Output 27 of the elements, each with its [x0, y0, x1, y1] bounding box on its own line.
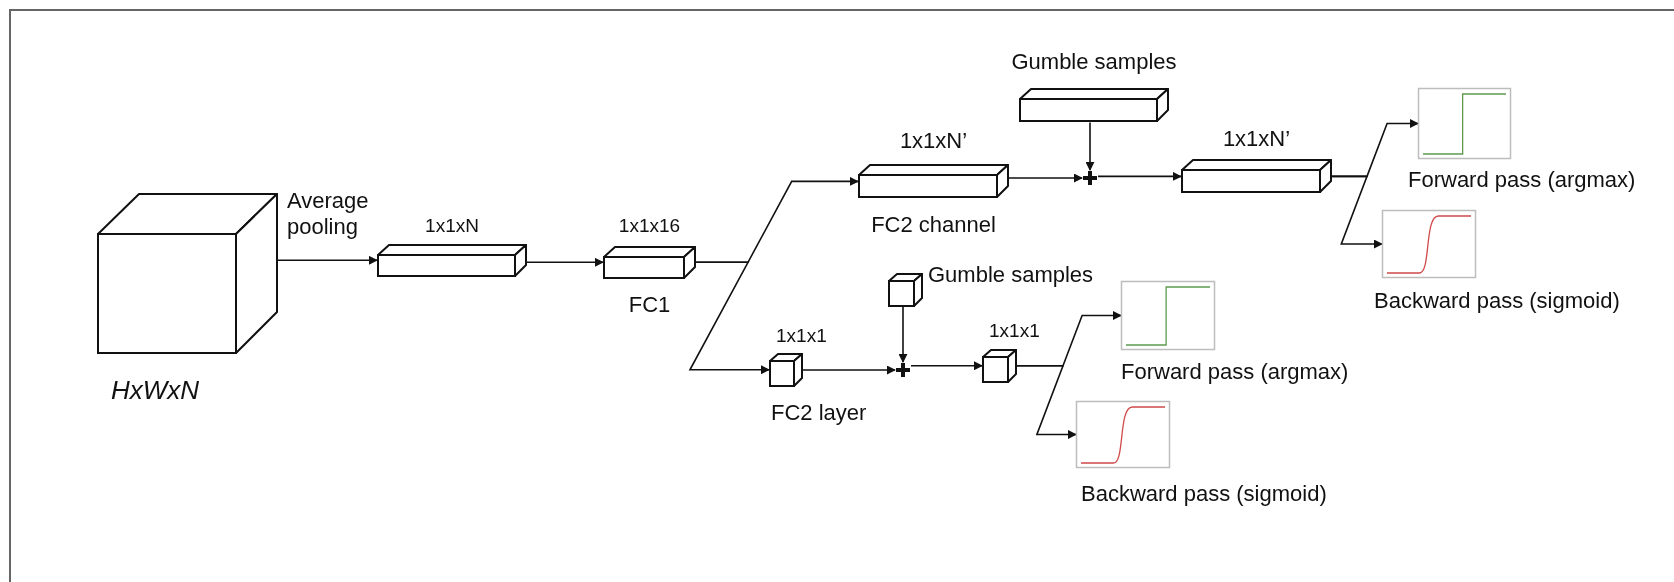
layer-label: FC2 channel: [871, 212, 996, 239]
arrow: [688, 261, 770, 375]
dimension-label: 1x1xN’: [1222, 126, 1291, 153]
arrow: [1331, 175, 1383, 249]
plot-caption: Backward pass (sigmoid): [1081, 481, 1327, 508]
dimension-label: 1x1x1: [989, 320, 1040, 343]
arrow: [1016, 365, 1077, 439]
plot-caption: Forward pass (argmax): [1121, 359, 1349, 386]
dimension-label: 1x1xN: [425, 215, 479, 238]
arrow: [526, 257, 604, 267]
arrow: [910, 361, 983, 371]
arrow: [1085, 121, 1095, 171]
arrow: [1008, 173, 1083, 183]
arrow: [1097, 171, 1182, 181]
input-label: Gumble samples: [928, 262, 1094, 289]
input-label: Gumble samples: [1011, 49, 1177, 76]
dimension-label: HxWxN: [111, 375, 200, 407]
arrow: [802, 365, 896, 375]
dimension-label: 1x1x1: [776, 325, 827, 348]
dimension-label: 1x1xN’: [899, 128, 968, 155]
plot-caption: Forward pass (argmax): [1408, 167, 1636, 194]
layer-label: FC1: [628, 291, 671, 319]
arrow: [898, 306, 908, 363]
dimension-label: 1x1x16: [618, 215, 681, 238]
layer-label: FC2 layer: [771, 399, 867, 427]
plot-caption: Backward pass (sigmoid): [1374, 288, 1620, 315]
arrow: [277, 255, 378, 265]
